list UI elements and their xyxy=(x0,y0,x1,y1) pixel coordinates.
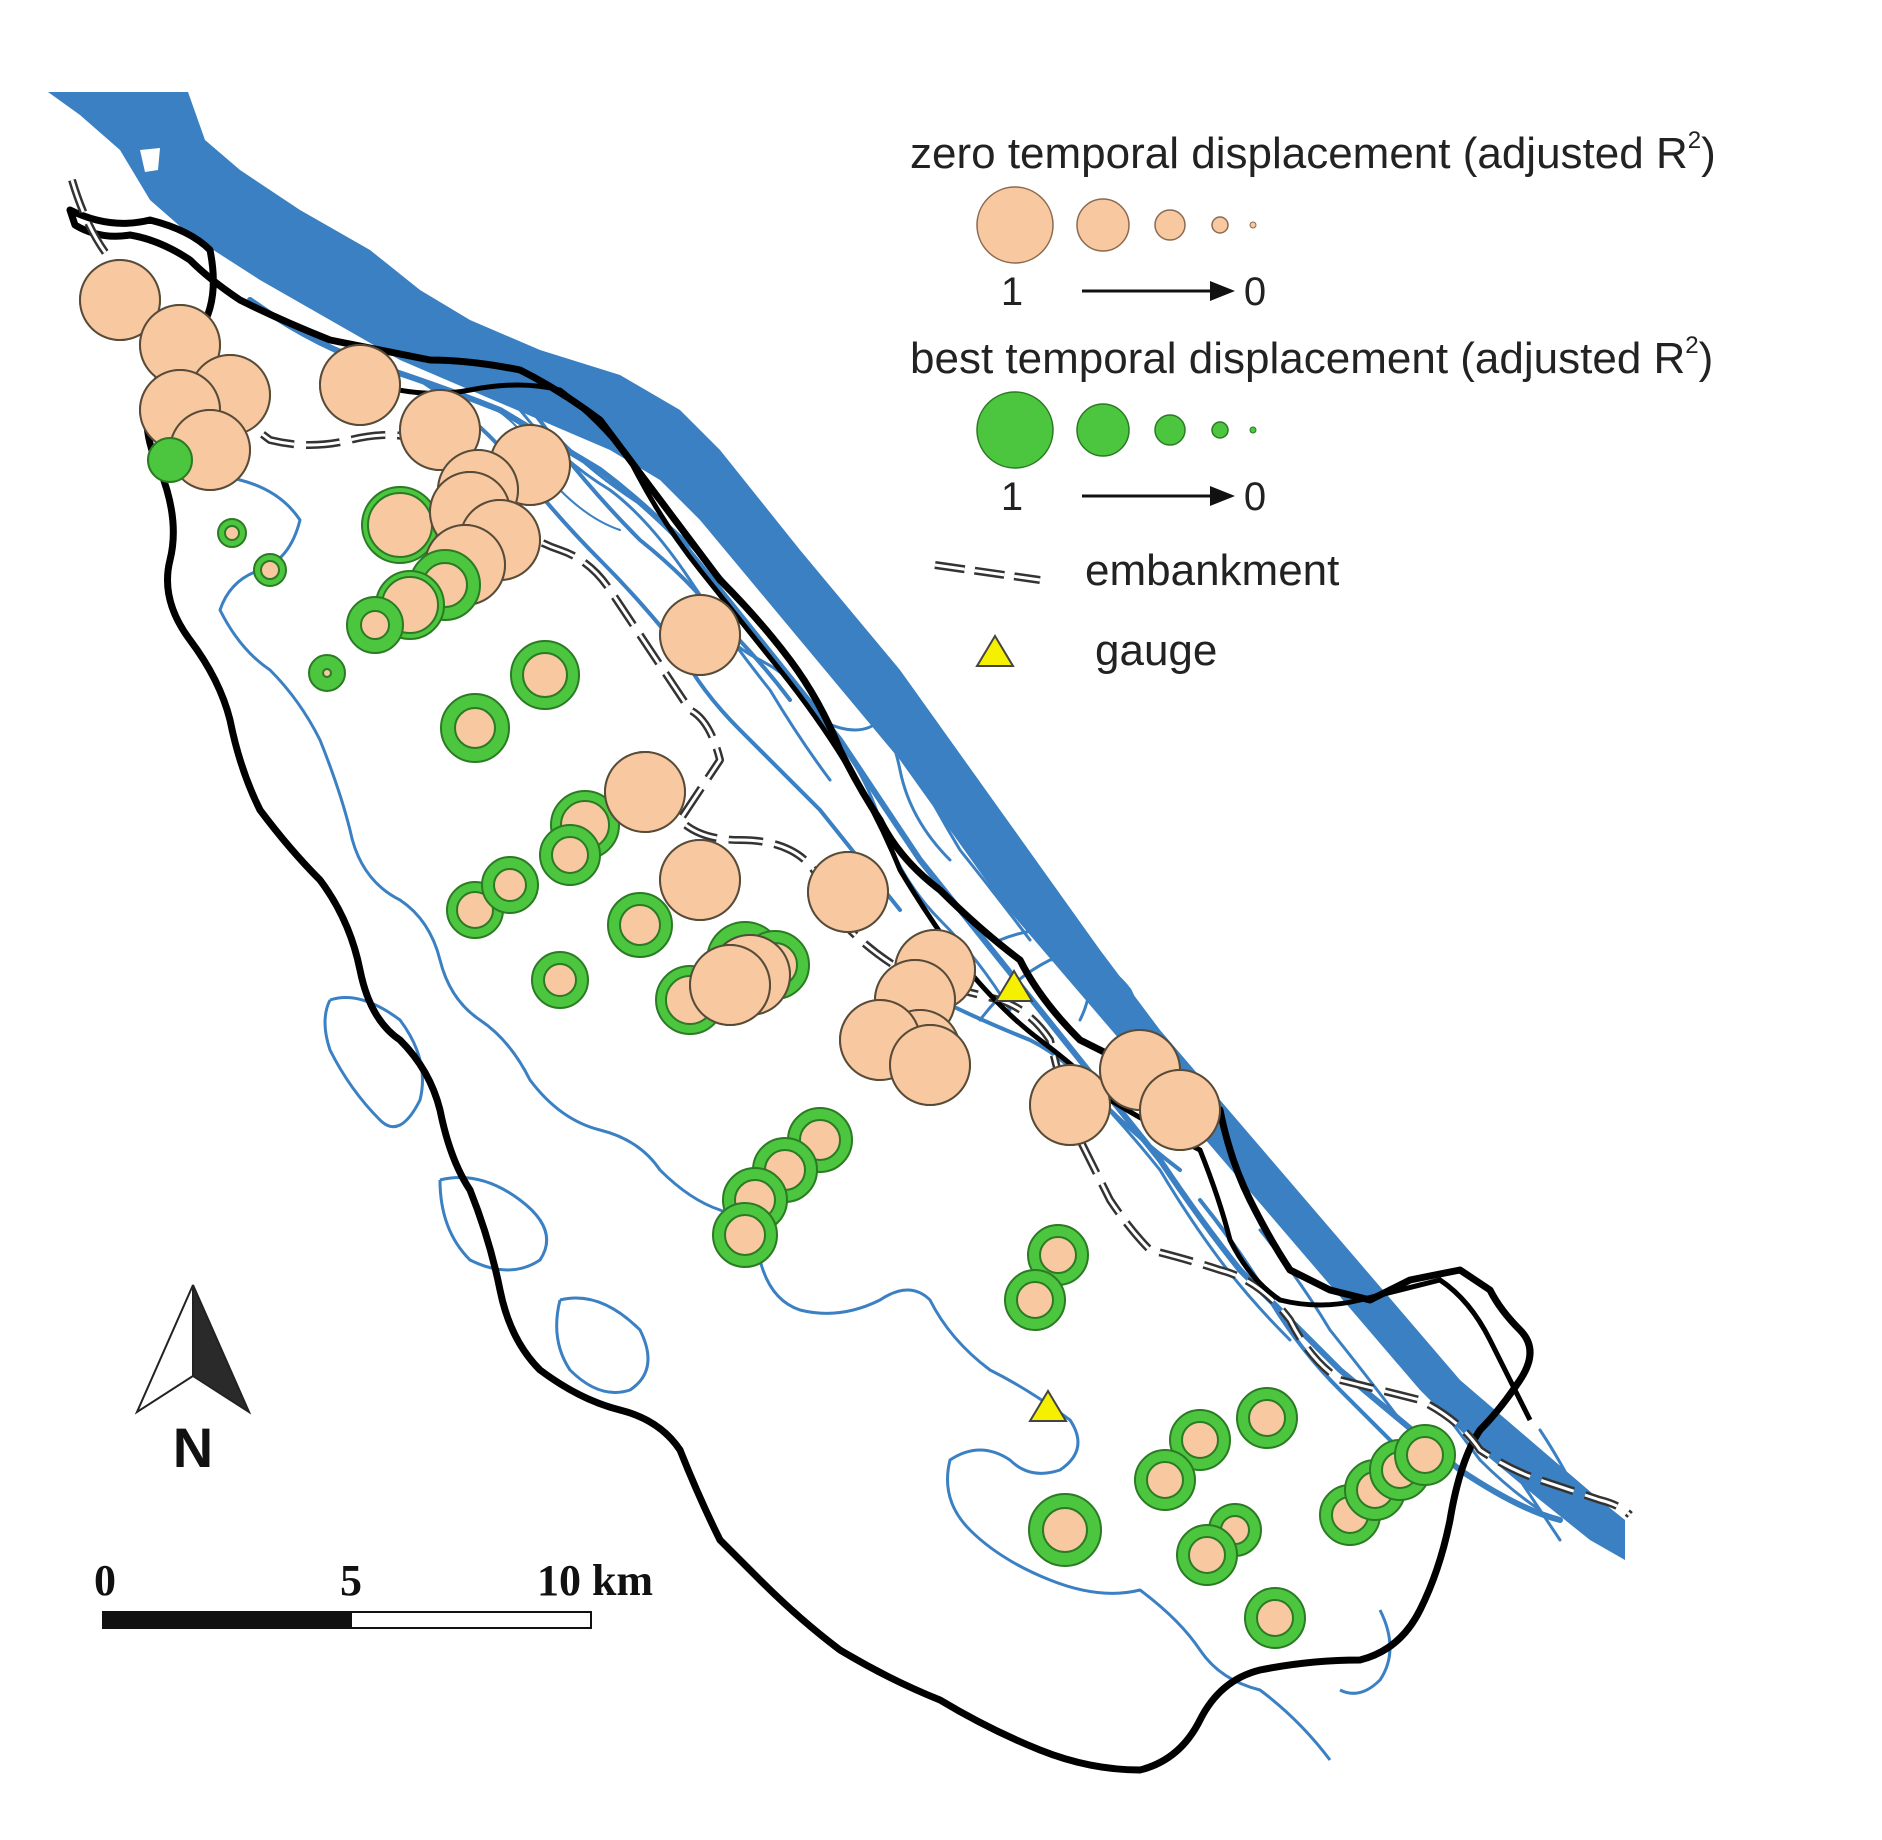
triangle-icon xyxy=(975,634,1015,667)
zero-displacement-circle xyxy=(807,851,889,933)
main-river xyxy=(48,92,1625,1560)
zero-displacement-circle xyxy=(1406,1436,1444,1474)
zero-displacement-circle xyxy=(604,751,686,833)
scale-label-5: 5 xyxy=(340,1556,362,1605)
zero-displacement-circle xyxy=(360,610,390,640)
north-label: N xyxy=(173,1416,213,1479)
zero-displacement-circle xyxy=(1181,1421,1219,1459)
legend-embankment-label: embankment xyxy=(1085,546,1339,595)
legend-best-high: 1 xyxy=(1001,475,1023,519)
legend-best-low: 0 xyxy=(1244,475,1266,519)
zero-displacement-circle xyxy=(1042,1507,1088,1553)
study-area-boundary xyxy=(66,206,1534,1774)
zero-displacement-circle xyxy=(1146,1461,1184,1499)
zero-displacement-circle xyxy=(1248,1399,1286,1437)
zero-displacement-circle xyxy=(889,1024,971,1106)
zero-displacement-circle xyxy=(454,707,496,749)
legend-gauge-label: gauge xyxy=(1095,626,1217,675)
zero-displacement-circle xyxy=(689,944,771,1026)
zero-displacement-circle xyxy=(619,904,661,946)
legend-zero-title: zero temporal displacement (adjusted R2) xyxy=(910,127,1716,178)
zero-displacement-circle xyxy=(322,668,332,678)
north-arrow-icon: N xyxy=(134,1284,252,1479)
legend-zero-high: 1 xyxy=(1001,270,1023,314)
zero-displacement-circle xyxy=(659,594,741,676)
zero-displacement-circle xyxy=(399,389,481,471)
zero-displacement-circle xyxy=(522,652,568,698)
gauge-markers xyxy=(994,969,1068,1422)
scale-label-10km: 10 km xyxy=(537,1556,653,1605)
zero-displacement-circle xyxy=(224,525,240,541)
zero-displacement-circle xyxy=(260,560,280,580)
triangle-icon xyxy=(1028,1389,1068,1422)
scale-label-0: 0 xyxy=(94,1556,116,1605)
best-displacement-circle xyxy=(147,437,193,483)
zero-displacement-circle xyxy=(659,839,741,921)
zero-displacement-circle xyxy=(367,492,433,558)
scale-bar: 0 5 10 km xyxy=(94,1556,653,1629)
legend-best-symbols xyxy=(976,391,1257,469)
legend-zero-low: 0 xyxy=(1244,270,1266,314)
map-legend: zero temporal displacement (adjusted R2)… xyxy=(910,127,1716,675)
zero-displacement-circle xyxy=(1256,1599,1294,1637)
arrow-right-icon xyxy=(1210,281,1235,301)
zero-displacement-circle xyxy=(319,344,401,426)
zero-displacement-circle xyxy=(543,963,577,997)
zero-displacement-circle xyxy=(456,891,494,929)
arrow-right-icon xyxy=(1210,486,1235,506)
zero-displacement-circle xyxy=(79,259,161,341)
zero-displacement-circle xyxy=(1029,1064,1111,1146)
triangle-icon xyxy=(994,969,1034,1002)
station-circles xyxy=(79,259,1456,1649)
zero-displacement-circle xyxy=(1139,1069,1221,1151)
zero-displacement-circle xyxy=(1039,1236,1077,1274)
zero-displacement-circle xyxy=(1016,1281,1054,1319)
zero-displacement-circle xyxy=(551,836,589,874)
zero-displacement-circle xyxy=(1188,1536,1226,1574)
zero-displacement-circle xyxy=(724,1214,766,1256)
zero-displacement-circle xyxy=(493,868,527,902)
embankment-line xyxy=(68,178,1633,1518)
legend-embankment-symbol xyxy=(934,561,1041,584)
legend-best-title: best temporal displacement (adjusted R2) xyxy=(910,332,1713,383)
legend-zero-symbols xyxy=(976,186,1257,264)
